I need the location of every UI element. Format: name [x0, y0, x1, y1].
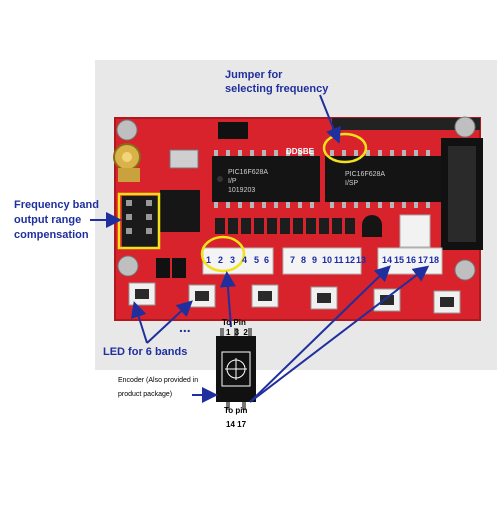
brand-label: DDSBE [286, 147, 315, 156]
jumper-label-line2: selecting frequency [225, 83, 329, 95]
encoder-label-line1: Encoder (Also provided in [118, 377, 199, 384]
chip1-line1: PIC16F628A [228, 169, 269, 176]
band-jumper-block [122, 196, 158, 248]
jumper-label-line1: Jumper for [225, 69, 283, 81]
pin-number: 16 [406, 255, 417, 265]
freq-label-line1: Frequency band [14, 199, 99, 211]
sma-connector [113, 143, 141, 182]
pin-number: 1 [206, 255, 212, 265]
pin-number: 8 [301, 255, 307, 265]
to-pin-top-label: To Pin [222, 318, 246, 327]
pin-number: 9 [312, 255, 318, 265]
pic-chip-2 [325, 156, 443, 202]
pin-number: 2 [218, 255, 224, 265]
transistor [362, 215, 382, 237]
rotary-encoder [216, 328, 256, 410]
pin-number: 18 [429, 255, 440, 265]
top-header [332, 118, 480, 130]
smd-ic [160, 190, 200, 232]
chip2-line2: I/SP [345, 180, 359, 187]
pin-number: 17 [418, 255, 429, 265]
to-pin-bottom-label: To pin [224, 406, 248, 415]
jumper-highlight-circle [322, 132, 368, 164]
small-connector [399, 214, 431, 248]
freq-label-line2: output range [14, 214, 82, 226]
pin-number: 12 [345, 255, 356, 265]
pin-number: 3 [230, 255, 236, 265]
small-jumpers [156, 258, 186, 278]
pin-number: 13 [356, 255, 367, 265]
chip1-line2: I/P [228, 178, 237, 185]
pin-number: 14 [382, 255, 393, 265]
pin-number: 6 [264, 255, 270, 265]
pic-chip-1 [212, 156, 320, 202]
annotation-arrows [90, 94, 430, 403]
idc-header [441, 138, 483, 250]
pin-number: 11 [334, 255, 344, 265]
pin-number: 15 [394, 255, 405, 265]
oscillator [169, 149, 199, 169]
led-label: LED for 6 bands [103, 346, 188, 358]
encoder-label-line2: product package) [118, 391, 173, 398]
to-pin-bottom-numbers: 14 17 [226, 420, 247, 429]
chip1-line3: 1019203 [228, 187, 256, 194]
pin-number: 10 [322, 255, 333, 265]
dots-label: ... [179, 319, 191, 335]
chip2-line1: PIC16F628A [345, 171, 386, 178]
pin-number: 7 [290, 255, 296, 265]
pin-number: 5 [254, 255, 260, 265]
freq-label-line3: compensation [14, 229, 89, 241]
mounting-screw [116, 116, 476, 281]
diode [218, 122, 248, 139]
resistor-row [215, 218, 355, 234]
to-pin-top-numbers: 1 3 2 [226, 328, 249, 337]
pin-number: 4 [242, 255, 248, 265]
pins-highlight-circle [200, 235, 246, 273]
